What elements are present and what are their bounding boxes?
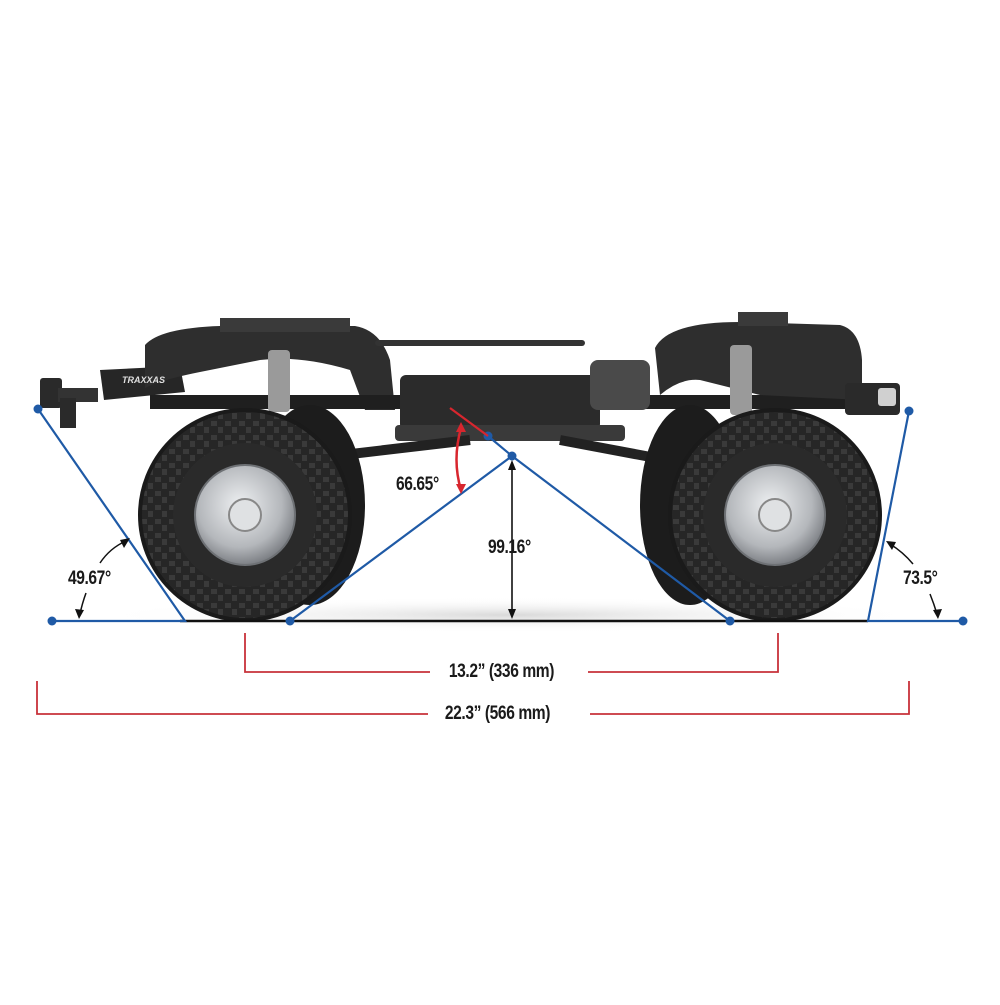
breakover-angle-label: 99.16° (488, 537, 531, 558)
battery-box (400, 375, 600, 430)
rear-light (40, 378, 62, 408)
front-fender (655, 322, 862, 400)
overall-length-label: 22.3” (566 mm) (440, 703, 555, 725)
departure-angle-line (866, 410, 963, 623)
truck-chassis: TRAXXAS (40, 312, 900, 475)
rear-fender (145, 326, 395, 410)
dimension-lines (36, 633, 910, 715)
approach-angle-line (37, 408, 188, 623)
brand-logo: TRAXXAS (122, 375, 165, 385)
motor (590, 360, 650, 410)
rear-wheel (138, 405, 365, 622)
length-line-right (590, 681, 910, 715)
skid-plate (395, 425, 625, 441)
breakover-marker-line (449, 407, 489, 437)
angle-markers (33, 404, 968, 626)
frame-crossbar (375, 340, 585, 346)
front-shock (730, 345, 752, 415)
front-wheel (640, 405, 882, 622)
wheelbase-label: 13.2” (336 mm) (444, 661, 559, 683)
approach-angle-label: 49.67° (68, 568, 111, 589)
departure-angle-label: 73.5° (903, 568, 938, 589)
secondary-angle-label: 66.65° (396, 474, 439, 495)
rear-shock (268, 350, 290, 412)
wheelbase-line-right (588, 633, 779, 673)
wheelbase-line-left (244, 633, 430, 673)
length-line-left (36, 681, 428, 715)
